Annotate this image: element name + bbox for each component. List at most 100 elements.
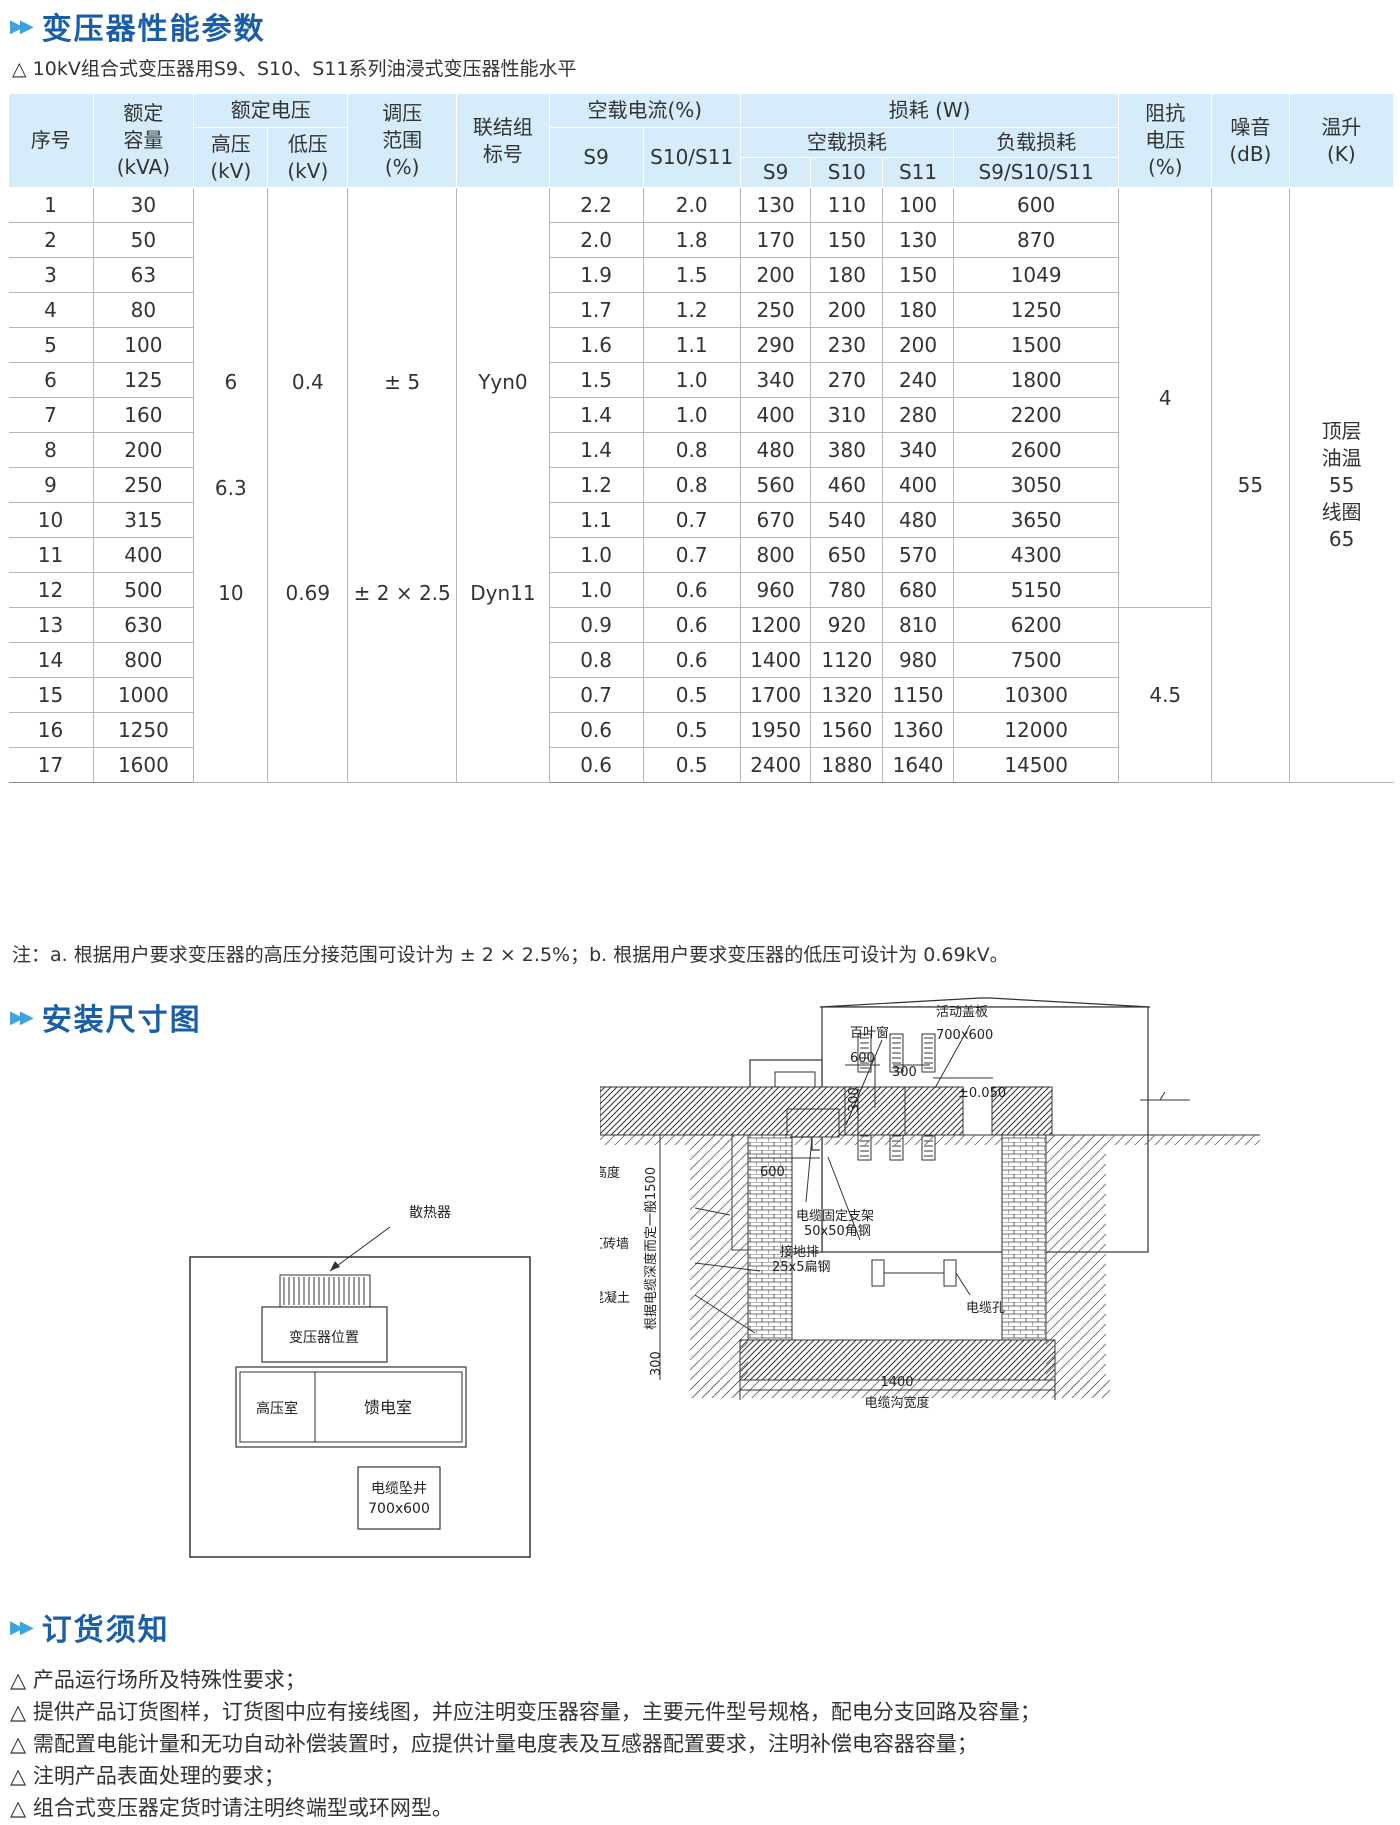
header-noload-current: 空载电流(%): [548, 93, 741, 128]
room-outer-box: [235, 1366, 467, 1448]
section-heading-installation: ▶▶ 安装尺寸图: [10, 995, 202, 1039]
header-noload-loss: 空载损耗: [739, 127, 954, 158]
dim-600-inner: 600: [760, 1165, 785, 1180]
cell-loss-s10: 200: [810, 292, 883, 328]
cell-seq: 15: [8, 677, 94, 713]
cell-tap-merged: ± 5± 2 × 2.5: [347, 187, 457, 783]
concrete-slab-far: [991, 1086, 1053, 1136]
cell-current-s10s11: 0.5: [642, 747, 741, 783]
arrow-head: [330, 1261, 340, 1271]
cell-impedance-4-5: 4.5: [1118, 607, 1212, 783]
label-cable-bracket-size: 50x50角钢: [804, 1224, 871, 1239]
label-cable-well: 电缆坠井: [371, 1481, 427, 1497]
cell-load-loss: 2600: [952, 432, 1119, 468]
cell-loss-s9: 560: [739, 467, 811, 503]
cell-current-s9: 2.2: [548, 187, 644, 223]
cell-current-s10s11: 0.5: [642, 712, 741, 748]
cell-loss-s10: 1320: [810, 677, 883, 713]
header-seq: 序号: [8, 93, 94, 188]
ground-hatch: [600, 1135, 1260, 1145]
cell-loss-s11: 150: [882, 257, 954, 293]
cell-current-s9: 1.5: [548, 362, 644, 398]
cell-capacity: 500: [92, 572, 194, 608]
cell-loss-s11: 180: [882, 292, 954, 328]
dim-300-bottom: 300: [649, 1351, 664, 1376]
header-loss-s11: S11: [882, 157, 954, 188]
cell-seq: 1: [8, 187, 94, 223]
cell-loss-s10: 180: [810, 257, 883, 293]
soil-left: [690, 1135, 748, 1395]
header-current-s9: S9: [548, 127, 644, 188]
radiator-fins: [279, 1274, 371, 1308]
cell-seq: 7: [8, 397, 94, 433]
header-temp-rise: 温升(K): [1288, 93, 1395, 188]
cell-load-loss: 1049: [952, 257, 1119, 293]
double-arrow-icon: ▶▶: [10, 15, 34, 37]
section-title: 订货须知: [41, 1613, 170, 1648]
cell-current-s10s11: 0.6: [642, 642, 741, 678]
cell-capacity: 160: [92, 397, 194, 433]
label-louver: 百叶窗: [850, 1025, 889, 1041]
cell-current-s10s11: 0.8: [642, 467, 741, 503]
label-concrete: 钢筋混凝土: [600, 1290, 630, 1306]
plan-view-drawing: 散热器 变压器位置 高压室 馈电室 电缆坠井 700x600: [189, 1205, 531, 1558]
cell-current-s9: 1.7: [548, 292, 644, 328]
cell-current-s9: 1.2: [548, 467, 644, 503]
louver-window: [786, 1108, 840, 1138]
cell-loss-s11: 240: [882, 362, 954, 398]
cell-current-s9: 1.4: [548, 432, 644, 468]
dimension-lines: [659, 1024, 1190, 1400]
cell-loss-s11: 570: [882, 537, 954, 573]
cell-load-loss: 1500: [952, 327, 1119, 363]
cell-seq: 13: [8, 607, 94, 643]
cell-loss-s11: 340: [882, 432, 954, 468]
table-note: 注：a. 根据用户要求变压器的高压分接范围可设计为 ± 2 × 2.5%；b. …: [12, 944, 1009, 966]
header-loss-s9: S9: [739, 157, 812, 188]
cell-seq: 6: [8, 362, 94, 398]
leader-line: [329, 1226, 391, 1272]
trench-bottom-slab: [739, 1339, 1056, 1381]
label-cable-hole: 电缆孔: [966, 1300, 1005, 1316]
cell-current-s9: 1.0: [548, 572, 644, 608]
cell-loss-s11: 1640: [882, 747, 954, 783]
cell-impedance-4: 4: [1118, 187, 1212, 608]
cell-current-s10s11: 0.8: [642, 432, 741, 468]
cell-load-loss: 5150: [952, 572, 1119, 608]
cell-capacity: 1600: [92, 747, 194, 783]
cell-load-loss: 3050: [952, 467, 1119, 503]
cell-loss-s9: 670: [739, 502, 811, 538]
cell-capacity: 250: [92, 467, 194, 503]
transformer-box: [261, 1306, 388, 1363]
dim-1400: 1400: [880, 1375, 913, 1390]
label-cable-bracket: 电缆固定支架: [796, 1208, 874, 1224]
cell-seq: 14: [8, 642, 94, 678]
cell-seq: 3: [8, 257, 94, 293]
cell-load-loss: 6200: [952, 607, 1119, 643]
cell-loss-s11: 680: [882, 572, 954, 608]
cell-seq: 2: [8, 222, 94, 258]
cell-seq: 4: [8, 292, 94, 328]
order-note-3: △ 需配置电能计量和无功自动补偿装置时，应提供计量电度表及互感器配置要求，注明补…: [10, 1732, 978, 1756]
concrete-slab-right: [904, 1086, 964, 1136]
cell-loss-s11: 100: [882, 187, 954, 223]
cell-load-loss: 1250: [952, 292, 1119, 328]
soil-bottom: [690, 1380, 1110, 1398]
cell-loss-s9: 200: [739, 257, 811, 293]
cell-loss-s11: 1150: [882, 677, 954, 713]
cell-loss-s10: 920: [810, 607, 883, 643]
cell-seq: 16: [8, 712, 94, 748]
cell-current-s9: 0.7: [548, 677, 644, 713]
cell-current-s10s11: 0.5: [642, 677, 741, 713]
cell-loss-s11: 400: [882, 467, 954, 503]
cell-loss-s10: 1560: [810, 712, 883, 748]
cell-capacity: 630: [92, 607, 194, 643]
cell-loss-s9: 1200: [739, 607, 811, 643]
